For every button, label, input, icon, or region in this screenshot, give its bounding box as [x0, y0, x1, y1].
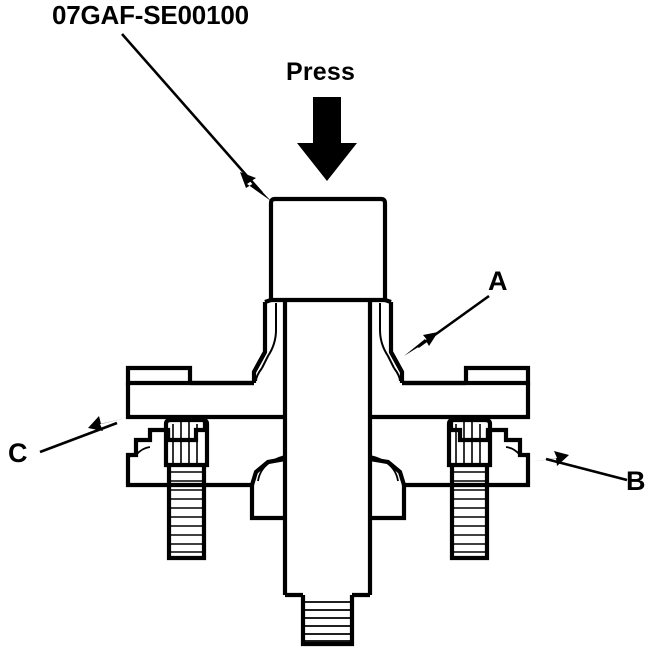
callout-b-label: B [626, 466, 646, 496]
right-stud-thread-hatching [453, 471, 486, 553]
press-label: Press [286, 58, 356, 86]
hub-flange-left [125, 298, 285, 420]
press-tool-driver [268, 196, 388, 303]
right-stud-knurl-hatching [455, 422, 481, 464]
hub-fillet-detail [255, 303, 401, 382]
callout-c-label: C [8, 438, 28, 468]
callout-a-label: A [488, 266, 508, 296]
spindle-thread-hatching [304, 601, 351, 642]
callout-b-arrowhead-icon [531, 451, 569, 466]
down-block-arrow-icon [297, 97, 357, 181]
callout-c-leader-line [39, 421, 118, 454]
hub-spindle-shaft [282, 300, 373, 598]
spindle-threaded-tip [300, 595, 355, 647]
left-stud-thread-hatching [170, 471, 203, 553]
left-stud-knurl-hatching [172, 422, 198, 464]
part-number-arrowhead-icon [240, 172, 271, 201]
bearing-inner-race [125, 417, 531, 521]
hub-flange-right [370, 298, 531, 420]
callout-a-arrowhead-icon [404, 332, 438, 356]
wheel-stud-left [163, 417, 210, 561]
bearing-race-curve-detail [135, 446, 521, 482]
callout-c-arrowhead-icon [88, 416, 126, 431]
wheel-stud-right [446, 417, 493, 561]
part-number-leader-line [121, 33, 263, 194]
part-number-label: 07GAF-SE00100 [52, 0, 249, 30]
